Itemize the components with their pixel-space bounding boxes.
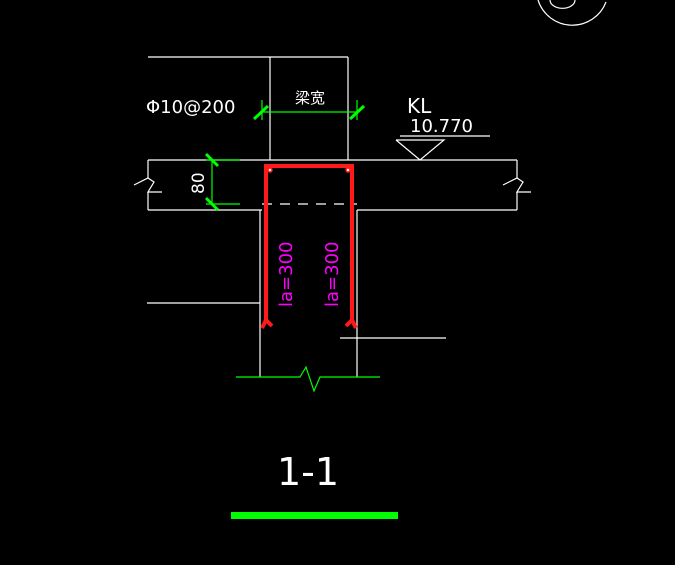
elevation-label: 10.770 (410, 116, 473, 137)
beam-outline-lower (147, 210, 446, 377)
section-marker-circle (537, 0, 607, 26)
slab-thickness-label: 80 (189, 172, 209, 194)
beam-mark-label: KL (407, 94, 432, 118)
anchor-length-left: la=300 (276, 242, 297, 307)
elevation-marker (395, 135, 490, 161)
section-title-underline (231, 512, 398, 519)
break-line (236, 365, 380, 393)
slab-thickness-dimension (204, 152, 240, 212)
rebar-u-bar (260, 164, 358, 329)
rebar-spec-label: Φ10@200 (146, 97, 235, 118)
beam-width-dimension (252, 100, 366, 121)
beam-outline-upper (148, 56, 349, 160)
section-title: 1-1 (277, 450, 339, 494)
beam-width-label: 梁宽 (295, 89, 325, 107)
anchor-length-right: la=300 (322, 242, 343, 307)
